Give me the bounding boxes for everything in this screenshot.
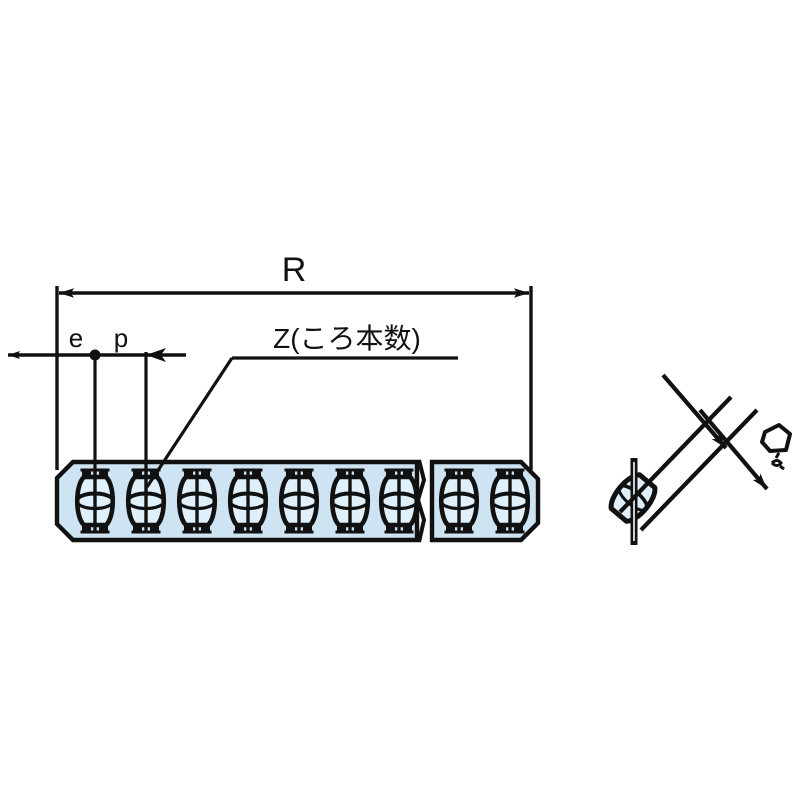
roller-pocket [492,469,528,534]
leader-diagonal [145,357,234,488]
roller-count-label: Z(ころ本数) [273,323,421,354]
roller-pocket [381,469,417,534]
detail-small-mark-icon [770,452,785,471]
roller-end-polygon-icon [760,423,792,453]
cage-developed-view [54,459,541,543]
detail-reference-line-lower [639,408,759,532]
dimension-e-p: e p [8,323,186,478]
detail-dimension-arrow-2 [698,408,769,491]
roller-pocket [441,469,477,534]
dimension-label-e: e [69,323,83,353]
dimension-R: R [55,251,533,470]
rotated-pocket-detail [608,373,792,545]
roller-pocket [179,469,215,534]
dimension-label-p: p [114,323,128,353]
roller-pocket [332,469,368,534]
detail-dimension-arrow-1 [661,373,728,450]
roller-pocket [77,469,113,534]
detail-reference-line-upper [618,395,733,514]
roller-count-annotation: Z(ころ本数) [145,323,458,488]
dimension-arrow-p [146,348,166,362]
dimension-label-R: R [282,251,307,289]
roller-pocket [128,469,164,534]
roller-pocket [230,469,266,534]
dimension-dot-e [89,349,101,361]
roller-pocket [281,469,317,534]
